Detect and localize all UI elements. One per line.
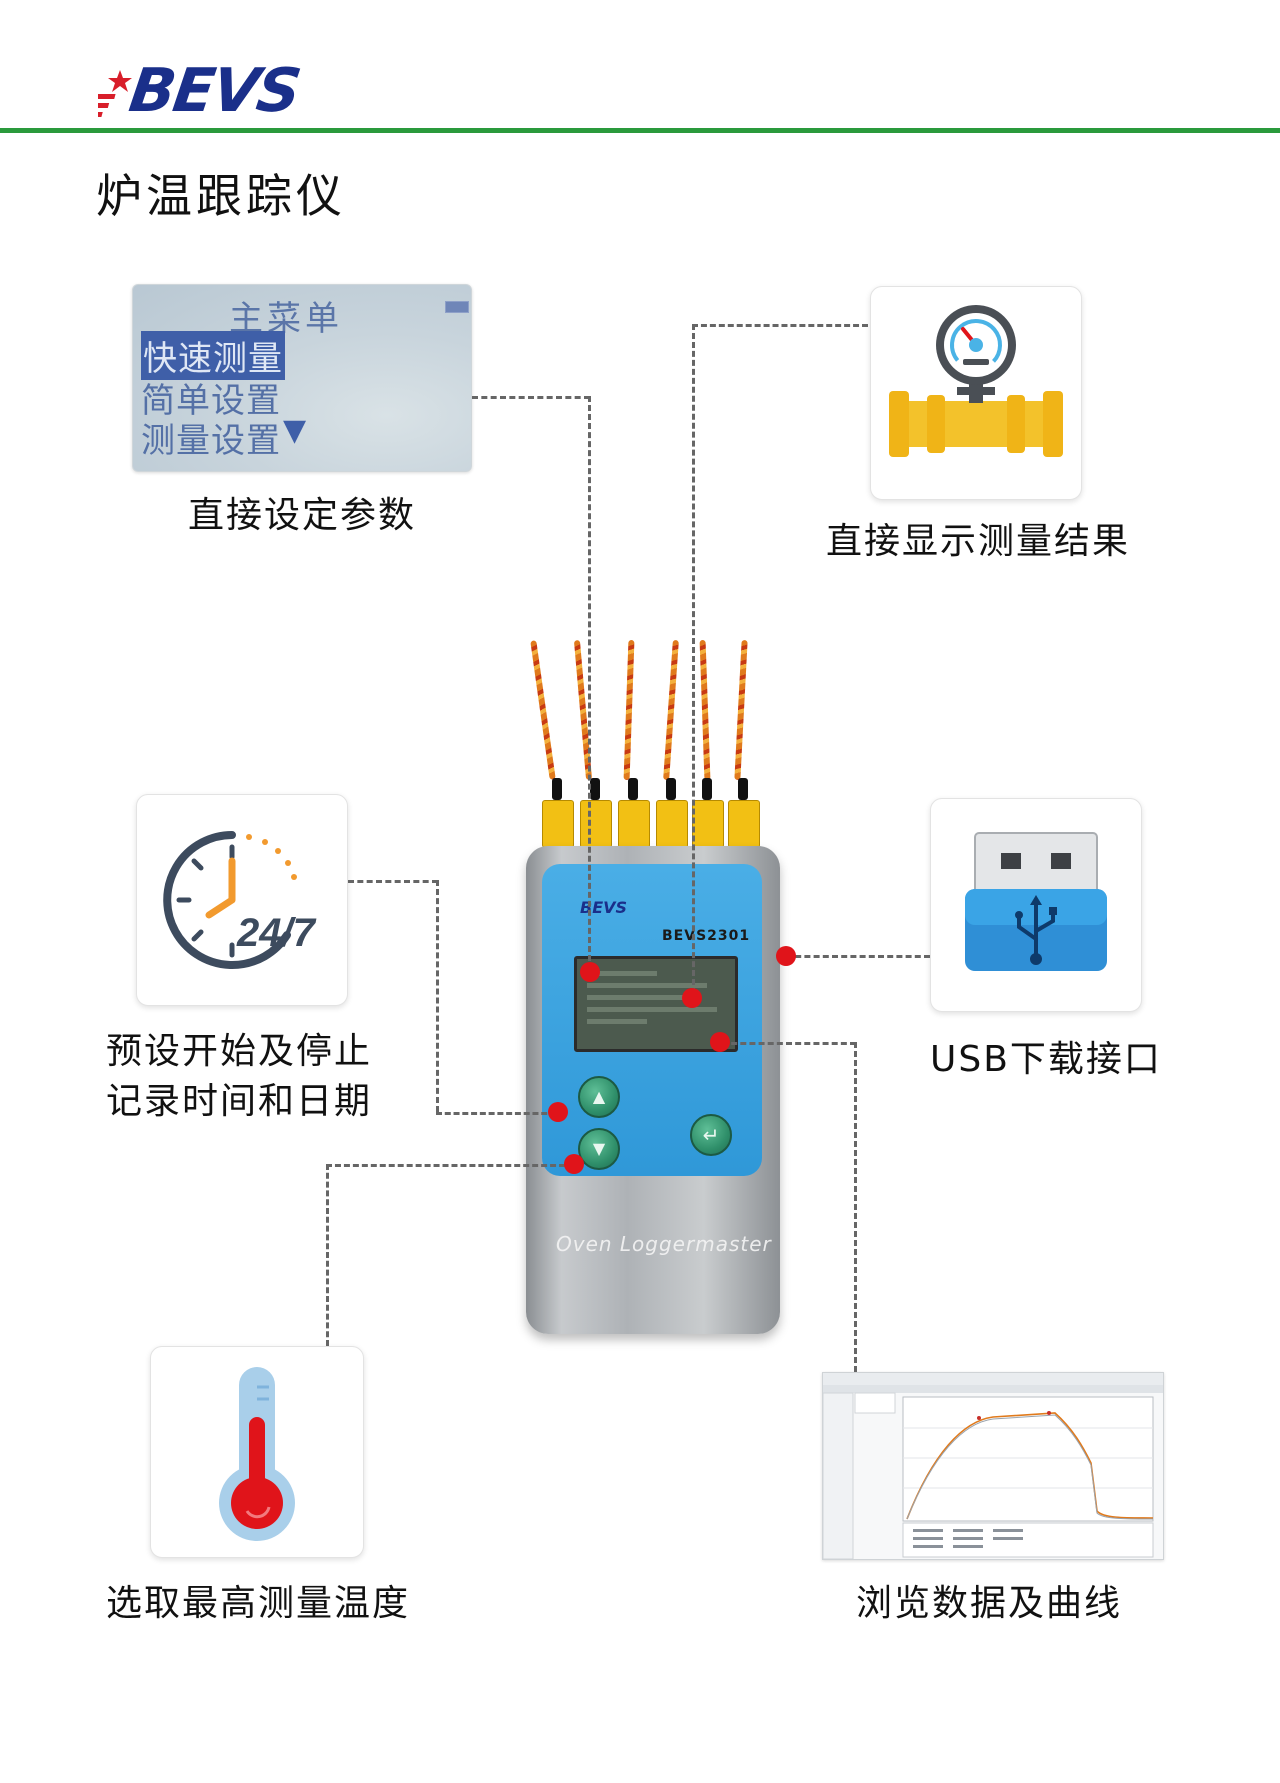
probe-connector-1 xyxy=(542,800,574,848)
pointer-dot-display xyxy=(682,988,702,1008)
bevs-logo: BEVS xyxy=(98,56,303,126)
probe-connector-3 xyxy=(618,800,650,848)
caption-schedule-line1: 预设开始及停止 xyxy=(106,1031,373,1072)
menu-item-measure-settings: 测量设置 xyxy=(141,421,281,461)
device-down-button[interactable]: ▼ xyxy=(578,1128,620,1170)
probe-wire-1 xyxy=(530,640,556,780)
pointer-dot-usb xyxy=(776,946,796,966)
caption-schedule-line2: 记录时间和日期 xyxy=(106,1081,373,1122)
probe-connector-4 xyxy=(656,800,688,848)
software-screenshot-card xyxy=(822,1372,1164,1560)
menu-item-simple-settings: 简单设置 xyxy=(141,381,281,421)
probe-wire-3 xyxy=(623,639,635,781)
max-temp-card xyxy=(150,1346,364,1558)
software-chart-thumbnail xyxy=(823,1373,1163,1559)
scroll-down-icon: ▼ xyxy=(283,413,308,448)
probe-wire-6 xyxy=(734,639,748,781)
schedule-card: 24/7 xyxy=(136,794,348,1006)
logo-wordmark: BEVS xyxy=(125,56,304,126)
pointer-dot-browse xyxy=(710,1032,730,1052)
pointer-dot-max-temp xyxy=(564,1154,584,1174)
logo-star-stripes-icon xyxy=(98,70,132,117)
pointer-dot-schedule xyxy=(548,1102,568,1122)
probe-wire-5 xyxy=(699,639,711,781)
probe-connector-6 xyxy=(728,800,760,848)
device-enter-button[interactable]: ↵ xyxy=(690,1114,732,1156)
pressure-gauge-icon xyxy=(889,305,1063,457)
thermometer-icon xyxy=(219,1367,295,1541)
schedule-badge: 24/7 xyxy=(237,911,315,955)
pointer-dot-settings xyxy=(580,962,600,982)
header-divider xyxy=(0,128,1280,133)
gauge-card xyxy=(870,286,1082,500)
device-product-label: Oven Loggermaster xyxy=(556,1232,772,1256)
device-brand: BEVS xyxy=(580,898,628,917)
probe-connector-5 xyxy=(692,800,724,848)
clock-24-7-icon xyxy=(163,831,297,969)
menu-screen-card: 主菜单 快速测量 简单设置 测量设置 ▼ xyxy=(132,284,472,472)
device-up-button[interactable]: ▲ xyxy=(578,1076,620,1118)
caption-display-result: 直接显示测量结果 xyxy=(826,521,1131,562)
caption-browse: 浏览数据及曲线 xyxy=(856,1583,1123,1624)
menu-item-quick-measure: 快速测量 xyxy=(141,331,285,380)
battery-icon xyxy=(445,301,469,313)
caption-set-params: 直接设定参数 xyxy=(188,495,417,536)
device-model: BEVS2301 xyxy=(662,928,751,944)
usb-drive-icon xyxy=(965,832,1107,971)
caption-max-temp: 选取最高测量温度 xyxy=(106,1583,411,1624)
caption-usb: USB下载接口 xyxy=(930,1039,1162,1080)
usb-card xyxy=(930,798,1142,1012)
probe-wire-4 xyxy=(663,639,679,781)
page-title: 炉温跟踪仪 xyxy=(96,169,346,223)
probe-connector-2 xyxy=(580,800,612,848)
